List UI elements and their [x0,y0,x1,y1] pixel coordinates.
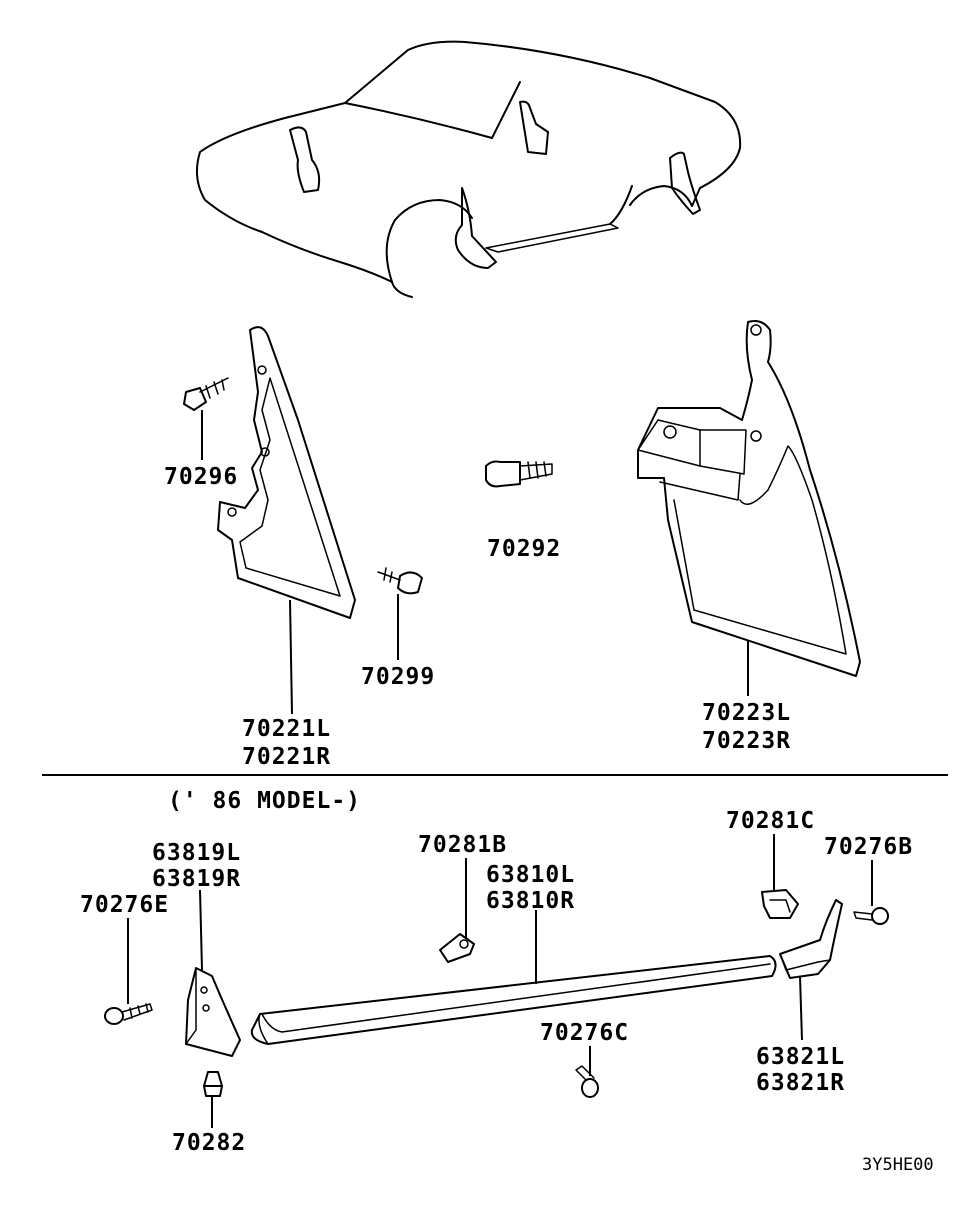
screw-70276E [104,1003,153,1025]
label-70282: 70282 [172,1130,246,1156]
label-63821L: 63821L [756,1044,845,1070]
front-mudguard [217,326,356,619]
label-63810R: 63810R [486,888,575,914]
rear-mudguard [637,320,861,677]
section-note: (' 86 MODEL-) [168,788,361,814]
label-70223L: 70223L [702,700,791,726]
label-70281B: 70281B [418,832,507,858]
label-70276C: 70276C [540,1020,629,1046]
label-70292: 70292 [487,536,561,562]
clip-70282 [203,1071,223,1097]
clip-70281B [439,933,475,963]
sill-front-cap [185,967,241,1057]
drawing-code: 3Y5HE00 [862,1155,934,1175]
label-63810L: 63810L [486,862,575,888]
screw-70276C [575,1065,599,1098]
screw-70299 [377,567,423,595]
label-63819R: 63819R [152,866,241,892]
sill-rear-cap [779,899,843,979]
car-illustration [195,40,742,298]
bolt-70292 [485,460,553,488]
label-63821R: 63821R [756,1070,845,1096]
label-63819L: 63819L [152,840,241,866]
label-70299: 70299 [361,664,435,690]
clip-70281C [761,889,799,919]
label-70281C: 70281C [726,808,815,834]
side-sill-garnish [250,955,777,1045]
label-70221R: 70221R [242,744,331,770]
screw-70276B [853,907,889,925]
label-70276B: 70276B [824,834,913,860]
label-70276E: 70276E [80,892,169,918]
label-70296: 70296 [164,464,238,490]
label-70223R: 70223R [702,728,791,754]
label-70221L: 70221L [242,716,331,742]
bolt-70296 [183,377,229,411]
